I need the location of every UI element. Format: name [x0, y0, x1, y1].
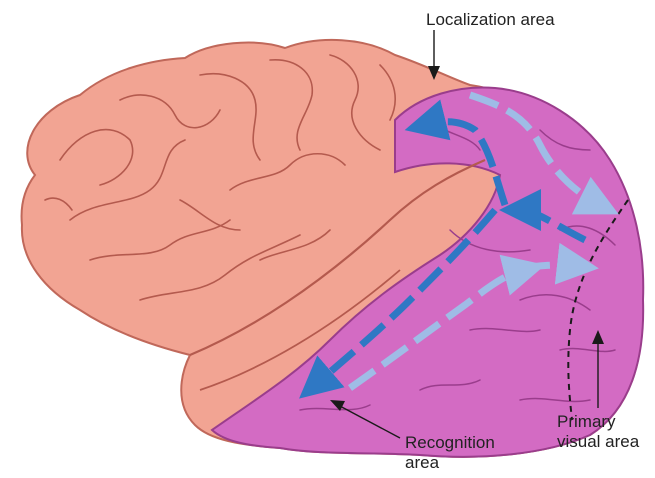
primary-label-line2: visual area: [557, 432, 639, 452]
primary-visual-area-label: Primary visual area: [557, 412, 639, 452]
recognition-label-line1: Recognition: [405, 433, 495, 453]
recognition-area-label: Recognition area: [405, 433, 495, 473]
primary-label-line1: Primary: [557, 412, 639, 432]
localization-area-label: Localization area: [426, 10, 555, 30]
recognition-label-line2: area: [405, 453, 495, 473]
light-arrow-to-primary: [520, 265, 578, 268]
